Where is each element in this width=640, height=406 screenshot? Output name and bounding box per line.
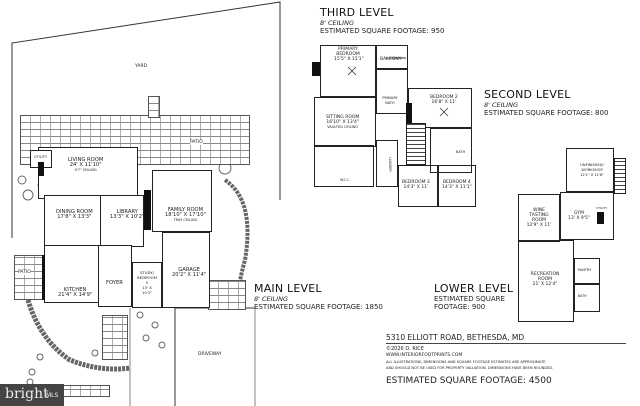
study-walls — [132, 262, 162, 308]
garage-label: GARAGE 20'2" X 11'4" — [172, 267, 207, 278]
driveway-label: DRIVEWAY — [198, 352, 222, 357]
website: WWW.INTERIORFOOTPRINTS.COM — [386, 353, 463, 358]
lower-utility-label: UTILITY — [596, 206, 608, 210]
second-bath-walls — [430, 128, 472, 173]
workshop-walls — [566, 148, 614, 192]
laundry-label: LAUNDRY — [388, 156, 393, 173]
family-room-walls — [152, 170, 212, 232]
living-room-label: LIVING ROOM 24' X 11'10" 9'7" CEILING — [68, 157, 104, 172]
wine-room-walls — [518, 194, 560, 242]
bedroom3-label: BEDROOM 3 14'3" X 11' — [402, 180, 430, 190]
lower-bath-walls — [574, 284, 600, 312]
sitting-room-walls — [314, 97, 376, 147]
primary-bath-walls — [376, 69, 408, 114]
utility-unit — [597, 212, 604, 224]
third-level-sqft: ESTIMATED SQUARE FOOTAGE: 950 — [320, 27, 445, 35]
bright-brand: bright — [5, 386, 49, 402]
fireplace-family — [144, 190, 151, 230]
disclaimer-line-1: ALL ILLUSTRATIONS, DIMENSIONS AND SQUARE… — [386, 360, 546, 364]
wic-label: W.I.C. — [340, 178, 350, 182]
second-level-sqft: ESTIMATED SQUARE FOOTAGE: 800 — [484, 109, 609, 117]
foyer-label: FOYER — [106, 280, 123, 286]
kitchen-wall-thick — [42, 255, 45, 300]
recreation-room-walls — [518, 240, 574, 322]
garage-walls — [162, 232, 210, 308]
second-level-ceiling: 8' CEILING — [484, 101, 518, 109]
gym-walls — [560, 192, 614, 240]
foyer-walls — [98, 245, 132, 307]
bedroom2-walls — [408, 88, 472, 128]
third-level-title: THIRD LEVEL — [320, 6, 394, 19]
kitchen-label: KITCHEN 21'4" X 14'9" — [58, 287, 93, 298]
sitting-room-label: SITTING ROOM 16'10" X 13'4" VAULTED CEIL… — [326, 115, 360, 129]
wine-room-label: WINE TASTING ROOM 12'9" X 11' — [526, 208, 552, 228]
second-stair-wall — [406, 103, 412, 123]
utility-label: UTILITY — [34, 155, 47, 159]
footer-info: 5310 ELLIOTT ROAD, BETHESDA, MD ©2026 D.… — [386, 333, 636, 386]
bright-mls-logo: bright MLS — [0, 384, 64, 406]
copyright: ©2026 D. RICE — [386, 346, 424, 352]
lower-bath-label: BATH — [578, 294, 587, 298]
balcony-label: BALCONY — [380, 57, 402, 62]
living-room-walls — [38, 147, 138, 199]
fireplace-living — [38, 162, 44, 176]
gym-label: GYM 13' X 9'5" — [568, 211, 590, 221]
bedroom4-walls — [438, 165, 476, 207]
kitchen-walls — [44, 245, 100, 303]
pantry-walls — [574, 258, 600, 284]
address: 5310 ELLIOTT ROAD, BETHESDA, MD — [386, 333, 626, 344]
workshop-label: UNFINISHED/ WORKSHOP 12'1" X 11'8" — [580, 163, 604, 177]
mls-suffix: MLS — [46, 392, 59, 399]
lower-level-title: LOWER LEVEL — [434, 282, 514, 295]
family-room-label: FAMILY ROOM 18'10" X 17'10" TRAY CEILING — [165, 207, 206, 222]
total-sqft: ESTIMATED SQUARE FOOTAGE: 4500 — [386, 376, 552, 386]
dining-room-walls — [44, 195, 102, 247]
laundry-walls — [376, 140, 398, 187]
lower-stairs — [614, 158, 626, 194]
bedroom4-label: BEDROOM 4 14'3" X 11'1" — [442, 180, 472, 190]
main-level-heading: MAIN LEVEL 8' CEILING ESTIMATED SQUARE F… — [254, 282, 383, 311]
disclaimer-line-2: AND SHOULD NOT BE USED FOR PROPERTY VALU… — [386, 366, 554, 370]
main-level-title: MAIN LEVEL — [254, 282, 322, 295]
balcony-walls — [376, 45, 408, 69]
main-level-sqft: ESTIMATED SQUARE FOOTAGE: 1850 — [254, 303, 383, 311]
bedroom3-walls — [398, 165, 438, 207]
yard-label: YARD — [135, 64, 148, 69]
dining-room-label: DINING ROOM 17'8" X 13'3" — [56, 209, 93, 220]
chimney — [148, 96, 160, 118]
lower-level-heading: LOWER LEVEL ESTIMATED SQUARE FOOTAGE: 90… — [434, 282, 513, 311]
library-walls — [100, 195, 144, 247]
primary-bedroom-walls — [320, 45, 376, 97]
lower-level-sqft-2: FOOTAGE: 900 — [434, 303, 486, 311]
second-level-heading: SECOND LEVEL 8' CEILING ESTIMATED SQUARE… — [484, 88, 608, 117]
third-fireplace — [312, 62, 320, 76]
third-level-ceiling: 8' CEILING — [320, 19, 354, 27]
stone-side-garage — [208, 280, 246, 310]
bedroom2-label: BEDROOM 2 16'8" X 11' — [430, 95, 458, 105]
second-bath-label: BATH — [456, 150, 466, 154]
library-label: LIBRARY 13'3" X 10'2" — [110, 209, 145, 220]
main-level-ceiling: 8' CEILING — [254, 295, 288, 303]
wic-walls — [314, 145, 374, 187]
pantry-label: PANTRY — [578, 268, 592, 272]
second-level-title: SECOND LEVEL — [484, 88, 571, 101]
patio-stonework-left — [14, 255, 44, 300]
stairs-upper — [406, 123, 426, 165]
third-level-heading: THIRD LEVEL 8' CEILING ESTIMATED SQUARE … — [320, 6, 444, 35]
steps-front — [102, 315, 128, 360]
patio-left-label: PATIO — [18, 270, 31, 275]
patio-top-label: PATIO — [190, 140, 203, 145]
lower-level-sqft-1: ESTIMATED SQUARE — [434, 295, 505, 303]
study-label: STUDY/ BEDROOM 5 13' X 10'2" — [137, 270, 157, 295]
primary-bedroom-label: PRIMARY BEDROOM 15'5" X 15'1" — [334, 47, 364, 62]
recreation-room-label: RECREATION ROOM 21' X 12'4" — [530, 272, 560, 287]
primary-bath-label: PRIMARY BATH — [382, 96, 398, 105]
